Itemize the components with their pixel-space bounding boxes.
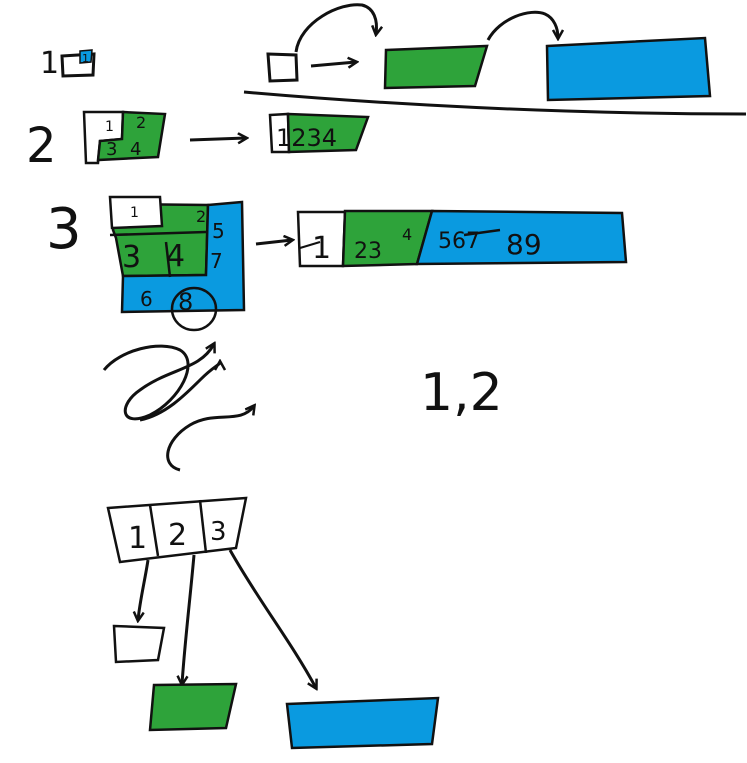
top-green-page	[383, 44, 489, 90]
row3-strike-mark	[463, 228, 501, 237]
row3-cell-2: 2	[196, 207, 206, 226]
row1-small-page: 1	[60, 49, 96, 78]
row3-cell-1: 1	[130, 205, 139, 221]
index-arrow-1	[138, 559, 150, 620]
index-cell-2: 2	[168, 518, 187, 553]
top-arrow-1	[310, 62, 356, 66]
row3-cell-7: 7	[210, 249, 223, 273]
row2-cell-4: 4	[130, 139, 141, 160]
row3-arrow	[255, 240, 292, 244]
row3-cell-8: 8	[178, 288, 193, 316]
row1-cell-label: 1	[82, 52, 89, 65]
row3-result-green-extra: 4	[402, 225, 412, 244]
top-curve-arrow-1	[294, 3, 376, 53]
row3-result-strip: 1 23 4 567 89	[296, 209, 628, 268]
row3-cell-4: 4	[166, 239, 185, 274]
loop-arrow-scribble	[102, 344, 254, 472]
row2-step-number: 2	[26, 118, 57, 174]
row3-cell-6: 6	[140, 287, 153, 311]
row3-circled-cell	[170, 286, 218, 332]
row2-arrow	[189, 138, 246, 140]
row3-result-white: 1	[312, 231, 331, 266]
bottom-green-page	[148, 682, 238, 732]
row2-result-strip: 1234	[268, 112, 370, 154]
index-arrow-3	[228, 549, 316, 688]
index-cell-1: 1	[128, 521, 147, 556]
row3-result-blue-extra: 89	[506, 228, 542, 261]
row2-cell-2: 2	[136, 113, 146, 132]
row3-cell-3: 3	[122, 240, 141, 275]
divider-line	[243, 90, 747, 116]
row1-step: 1	[40, 46, 59, 81]
row3-cell-5: 5	[212, 219, 225, 243]
bottom-blue-page	[285, 696, 440, 750]
row2-cell-1: 1	[105, 119, 114, 135]
row3-grid: 1 2 3 4 5 7 6 8	[108, 195, 246, 332]
row3-step-number: 3	[46, 197, 82, 262]
bottom-white-page	[112, 624, 166, 664]
top-white-page	[266, 52, 299, 83]
row1-step-number: 1	[40, 46, 59, 81]
note-text: 1,2	[420, 363, 503, 423]
index-table: 1 2 3	[106, 496, 248, 564]
top-curve-arrow-2	[486, 10, 558, 40]
top-blue-page	[545, 36, 712, 102]
index-arrow-2	[182, 554, 196, 684]
row2-result-text: 1234	[276, 124, 337, 152]
row2-cell-3: 3	[106, 139, 117, 160]
row3-result-green: 23	[354, 239, 382, 264]
row2-grid: 1 2 3 4	[82, 110, 167, 165]
index-cell-3: 3	[210, 517, 227, 547]
